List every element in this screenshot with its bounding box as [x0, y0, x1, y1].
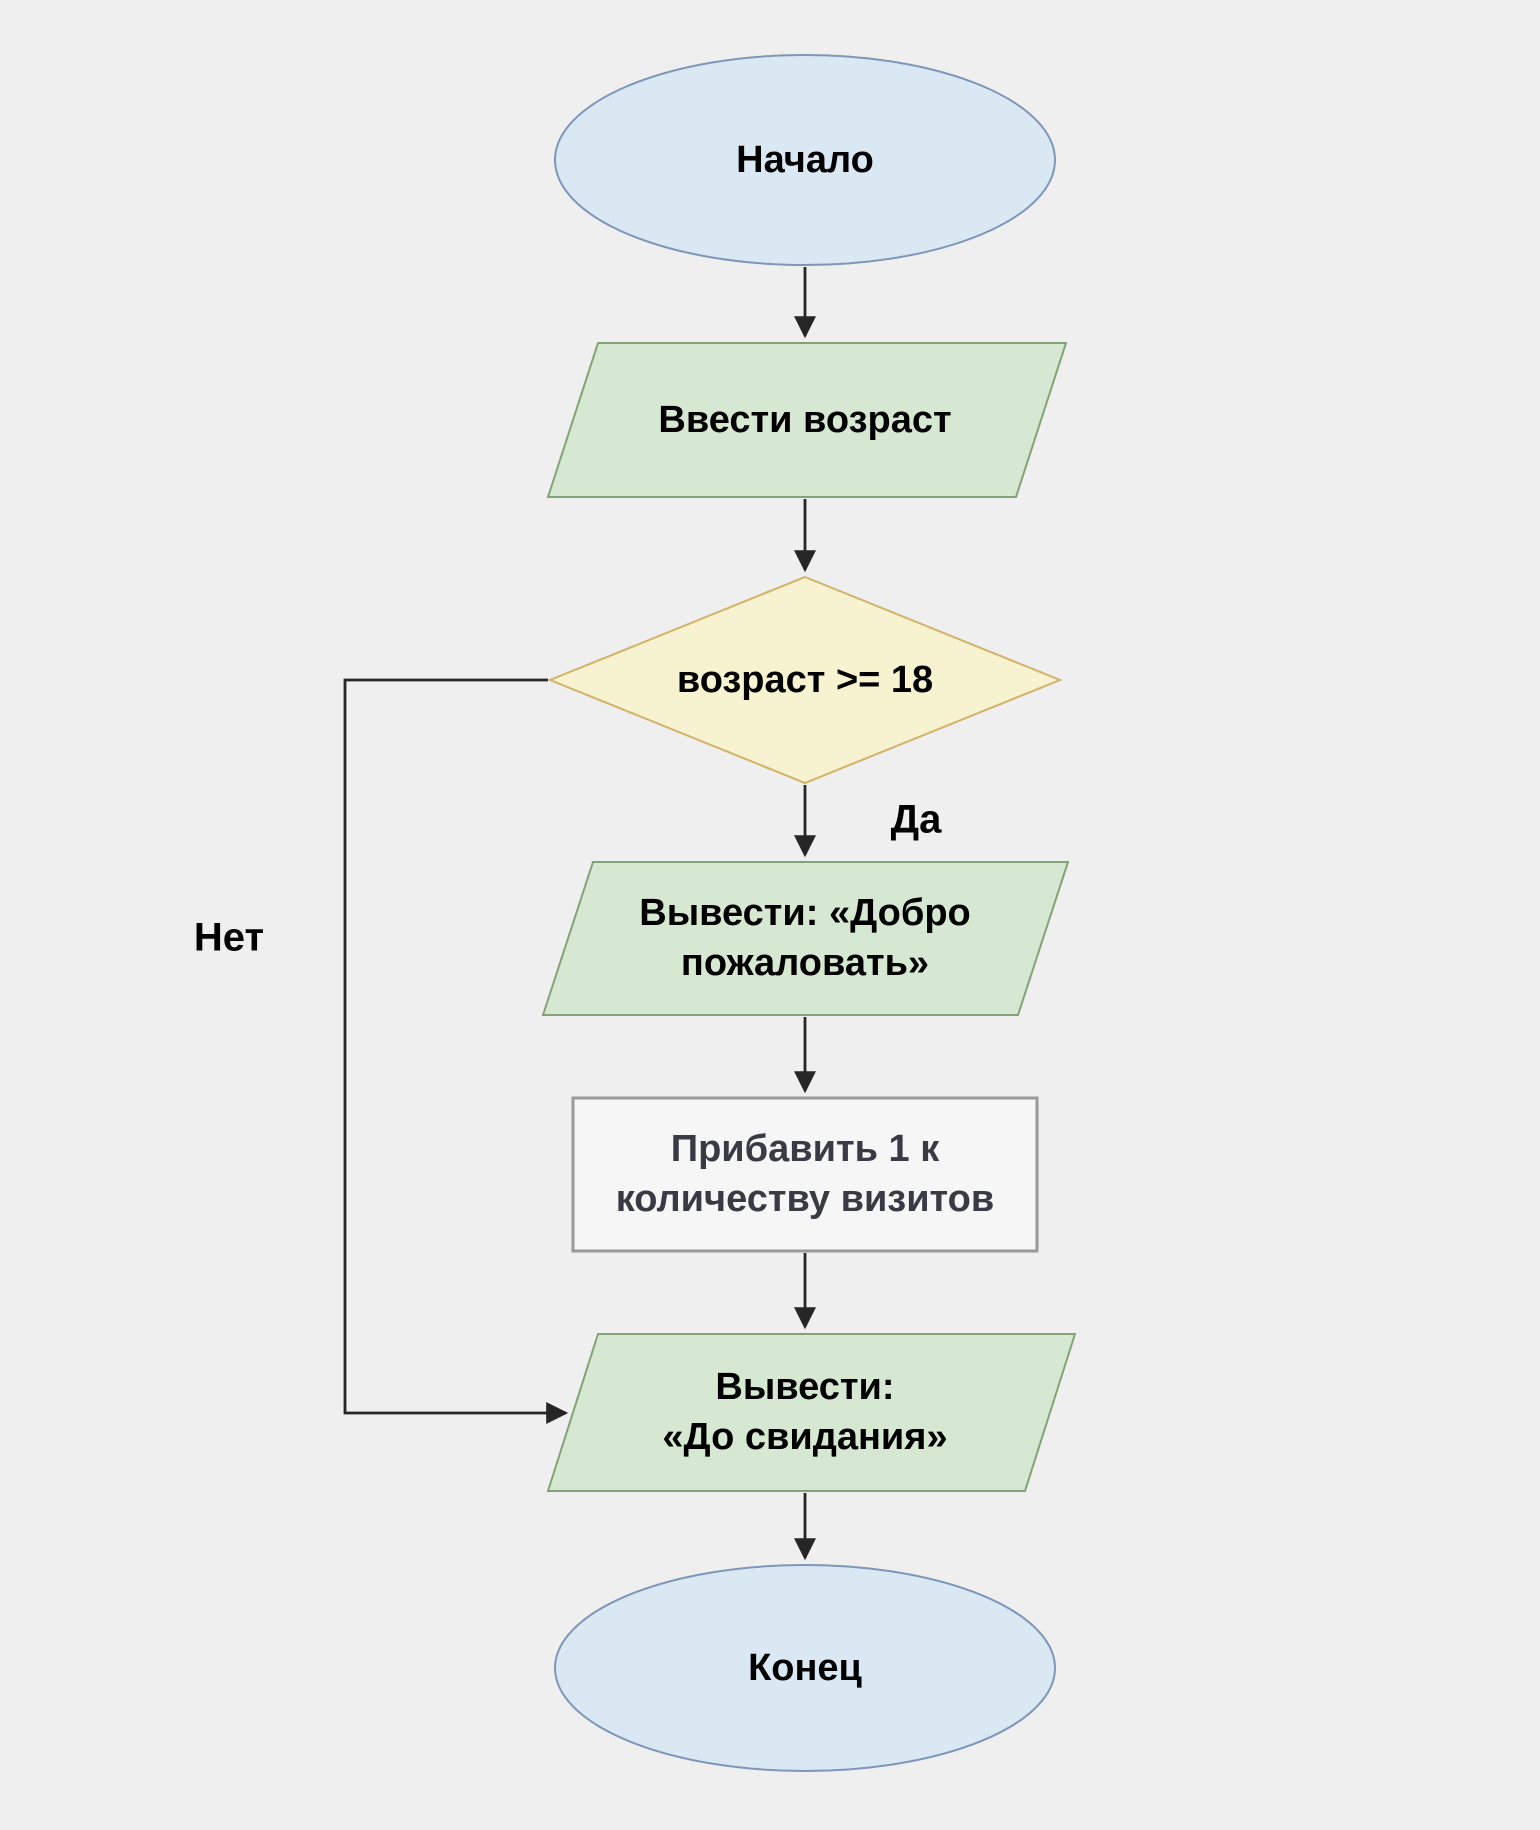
- node-input-age-shape: [546, 342, 1068, 498]
- node-output-welcome-shape: [541, 861, 1070, 1016]
- node-start-shape: [554, 54, 1056, 266]
- node-end-shape: [554, 1564, 1056, 1772]
- node-output-goodbye-shape: [546, 1333, 1077, 1492]
- node-decision-age-shape: [547, 575, 1063, 785]
- edge-decision-no: [343, 678, 569, 1424]
- edge-yes-label: Да: [890, 797, 942, 842]
- node-increment-visits-shape: [571, 1096, 1039, 1253]
- edge-no-label: Нет: [193, 915, 265, 960]
